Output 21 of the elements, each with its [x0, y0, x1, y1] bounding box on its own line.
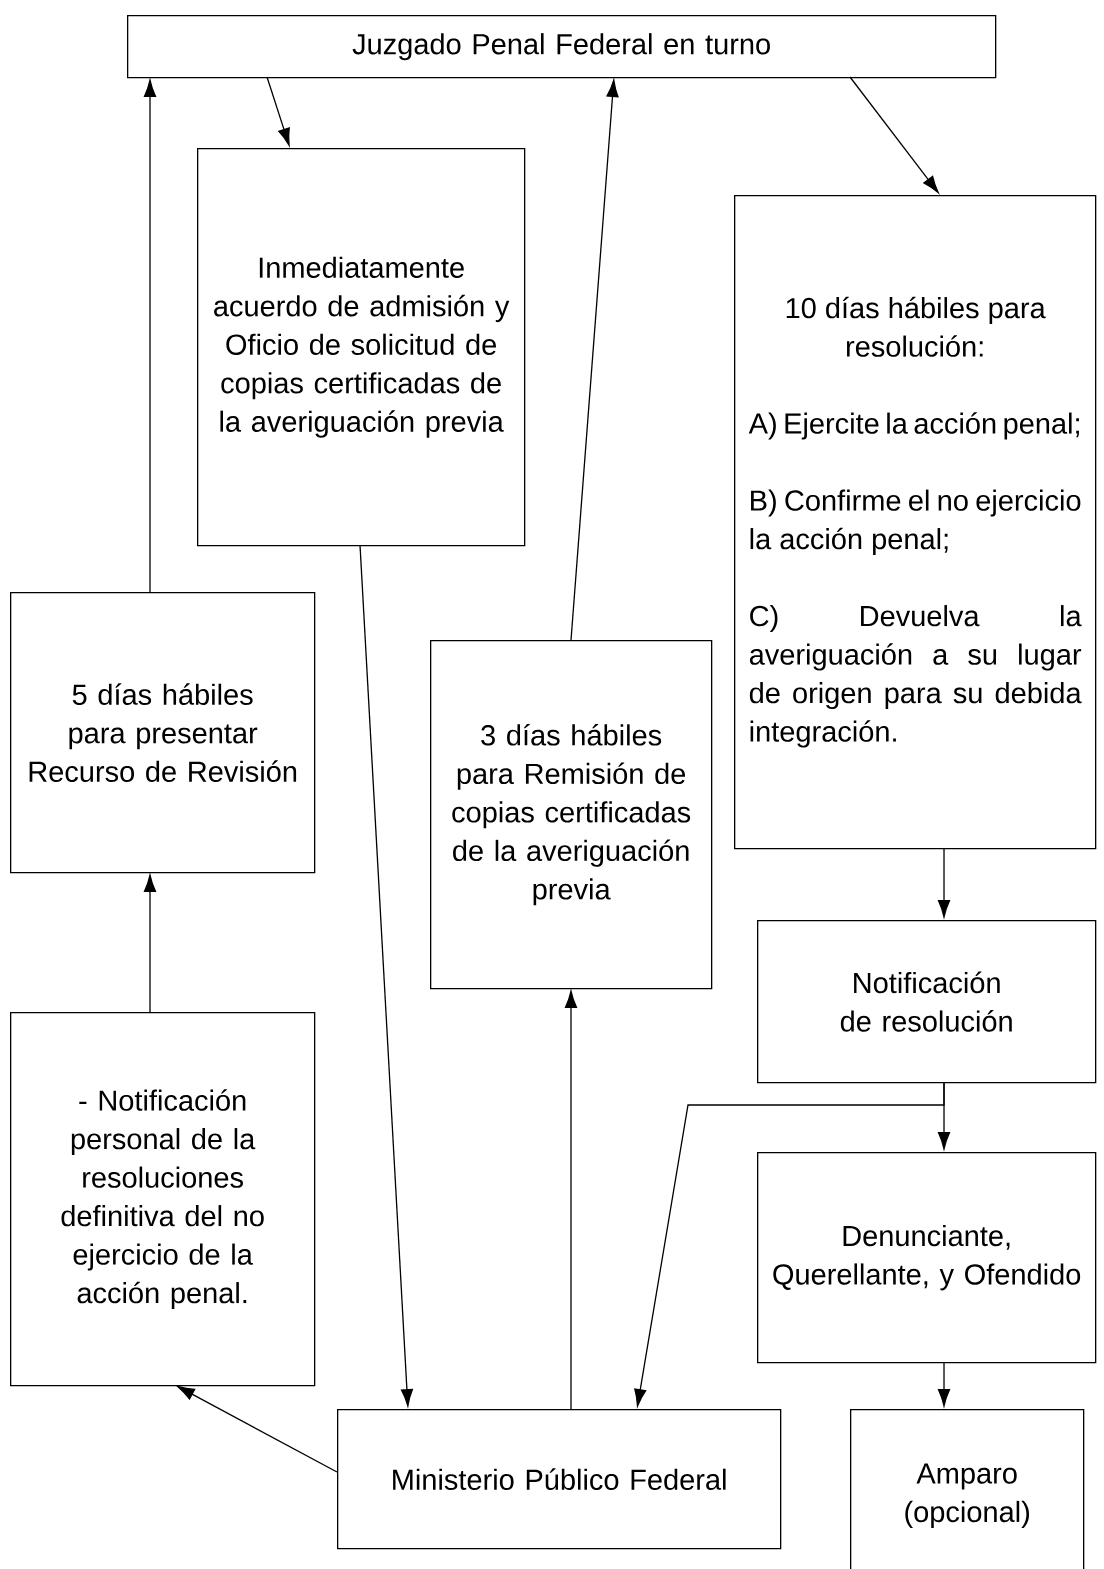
arrow: [143, 874, 157, 1013]
process-box: Juzgado Penal Federal en turno: [127, 15, 997, 79]
arrow: [143, 79, 157, 593]
process-box: - Notificación personal de la resoluciones definitiva del no ejercicio de la acción penal.: [10, 1012, 316, 1387]
arrow: [570, 79, 619, 641]
process-box: 10 días hábiles para resolución: A) Ejercite la acción penal; B) Confirme el no ejercicio la acción penal; C) Devuelva la averiguación a su lugar de origen para su debida integración.: [734, 195, 1097, 850]
process-box: 5 días hábiles para presentar Recurso de Revisión: [10, 592, 316, 874]
process-box: Notificación de resolución: [757, 920, 1097, 1084]
process-box: Inmediatamente acuerdo de admisión y Oficio de solicitud de copias certificadas de la averiguación previa: [197, 148, 526, 547]
arrow: [937, 847, 951, 918]
arrow: [564, 990, 578, 1410]
process-box: Amparo (opcional): [850, 1409, 1085, 1569]
arrow: [177, 1385, 338, 1473]
arrow: [266, 76, 290, 146]
arrow: [849, 76, 939, 194]
arrow: [359, 544, 413, 1407]
process-box: Ministerio Público Federal: [337, 1409, 782, 1550]
process-box: 3 días hábiles para Remisión de copias certificadas de la averiguación previa: [430, 640, 713, 990]
arrow: [937, 1361, 951, 1407]
process-box: Denunciante, Querellante, y Ofendido: [757, 1152, 1097, 1364]
arrow: [634, 1081, 945, 1407]
